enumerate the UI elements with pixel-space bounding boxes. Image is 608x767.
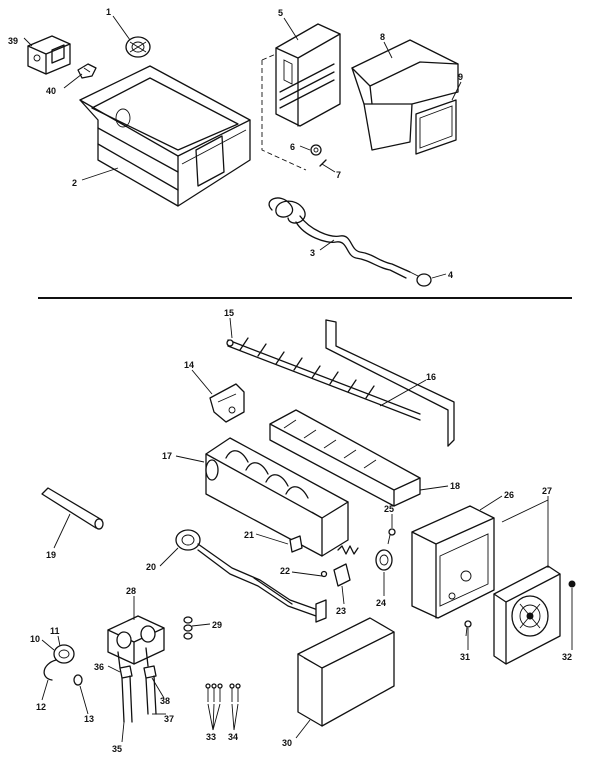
label-15: 15 (224, 308, 234, 318)
part-27-cover-plate (493, 565, 561, 665)
part-29-fitting (183, 616, 193, 640)
label-36: 36 (94, 662, 104, 672)
part-15-ejector (226, 337, 421, 421)
part-24-cam (375, 549, 393, 571)
part-23-bracket (333, 563, 351, 587)
part-35-tube (121, 675, 133, 723)
part-36-nut (119, 665, 133, 679)
part-9-flap (415, 99, 457, 155)
label-33: 33 (206, 732, 216, 742)
part-10-solenoid (53, 644, 75, 664)
label-20: 20 (146, 562, 156, 572)
part-16-cover (325, 319, 455, 447)
label-31: 31 (460, 652, 470, 662)
part-14-bracket (209, 383, 245, 423)
part-20-thermostat-harness (175, 529, 327, 623)
part-22-spring (320, 545, 359, 578)
part-33-screws (205, 683, 223, 702)
part-30-front-cover (297, 617, 395, 727)
label-26: 26 (504, 490, 514, 500)
part-3-heater-coil (268, 197, 432, 287)
part-labels: 39 1 40 2 5 6 7 8 9 3 4 15 16 14 17 18 1… (8, 7, 572, 754)
part-5-motor-housing (275, 23, 341, 127)
part-31-screw (464, 620, 472, 637)
label-3: 3 (310, 248, 315, 258)
label-13: 13 (84, 714, 94, 724)
part-38-nut (143, 665, 157, 679)
label-19: 19 (46, 550, 56, 560)
part-32-screw (568, 580, 576, 588)
label-34: 34 (228, 732, 238, 742)
part-39-switch-block (27, 35, 71, 75)
label-1: 1 (106, 7, 111, 17)
part-40-clip (77, 63, 97, 79)
label-18: 18 (450, 481, 460, 491)
label-39: 39 (8, 36, 18, 46)
label-14: 14 (184, 360, 194, 370)
part-34-screws (229, 683, 241, 702)
label-5: 5 (278, 8, 283, 18)
label-9: 9 (458, 72, 463, 82)
part-1-knob (125, 36, 151, 58)
part-18-stripper (269, 409, 421, 507)
label-10: 10 (30, 634, 40, 644)
part-28-water-valve (107, 615, 165, 669)
label-12: 12 (36, 702, 46, 712)
label-8: 8 (380, 32, 385, 42)
part-7-pin (319, 159, 327, 167)
label-4: 4 (448, 270, 453, 280)
label-6: 6 (290, 142, 295, 152)
label-24: 24 (376, 598, 386, 608)
label-27: 27 (542, 486, 552, 496)
part-17-ice-mold (205, 437, 349, 557)
part-8-chute (351, 39, 459, 151)
part-25-screw (387, 528, 396, 545)
label-21: 21 (244, 530, 254, 540)
part-2-ice-bin (79, 65, 251, 207)
label-35: 35 (112, 744, 122, 754)
label-7: 7 (336, 170, 341, 180)
label-32: 32 (562, 652, 572, 662)
leader-lines (23, 15, 573, 743)
label-11: 11 (50, 626, 60, 636)
label-17: 17 (162, 451, 172, 461)
label-38: 38 (160, 696, 170, 706)
label-40: 40 (46, 86, 56, 96)
part-26-module-housing (411, 505, 495, 619)
part-12-clamp (43, 659, 57, 681)
label-37: 37 (164, 714, 174, 724)
label-22: 22 (280, 566, 290, 576)
label-16: 16 (426, 372, 436, 382)
part-21-insulator (289, 535, 303, 553)
label-23: 23 (336, 606, 346, 616)
part-13-plug (73, 674, 83, 686)
label-29: 29 (212, 620, 222, 630)
label-30: 30 (282, 738, 292, 748)
part-19-tube (41, 487, 104, 530)
label-25: 25 (384, 504, 394, 514)
label-28: 28 (126, 586, 136, 596)
label-2: 2 (72, 178, 77, 188)
part-6-nut (310, 144, 322, 156)
